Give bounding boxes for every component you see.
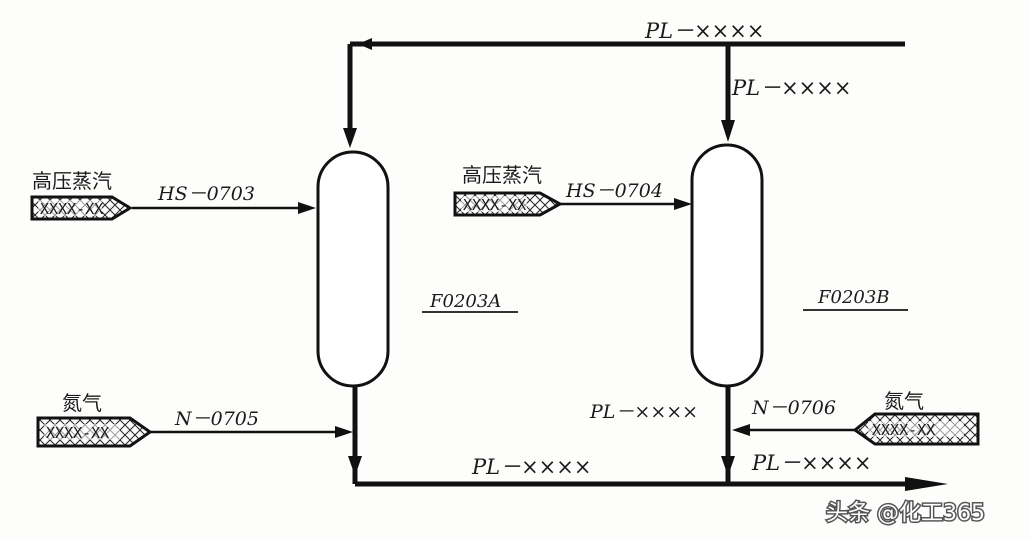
bottom-right-line-label: PL－××××: [751, 451, 871, 475]
nitrogen-box-right-text: XXXX-XX: [872, 421, 935, 439]
vessel-a-down-arrow-icon: [343, 128, 357, 148]
n-0705-arrow-icon: [335, 426, 353, 438]
watermark-text: 头条 @化工365: [826, 501, 985, 526]
top-branch-line-label: PL－××××: [731, 76, 851, 100]
watermark: 头条 @化工365: [825, 500, 987, 528]
top-main-line-label: PL－××××: [644, 19, 764, 43]
vessel-f0203b: [690, 143, 764, 388]
steam-box-left-text: XXXX-XX: [40, 200, 103, 218]
nitrogen-box-left-text: XXXX-XX: [46, 424, 109, 442]
top-flow-left-arrow-icon: [358, 38, 372, 50]
flow-arrows: [298, 38, 948, 491]
n-0706-label: N－0706: [751, 397, 836, 419]
steam-source-left-label: 高压蒸汽: [32, 169, 112, 193]
steam-box-left-bg: [38, 200, 102, 216]
vessel-f0203a: [316, 150, 390, 388]
steam-source-right-label: 高压蒸汽: [462, 163, 542, 187]
vessel-a-tag: F0203A: [429, 291, 501, 312]
nitrogen-box-right-bg: [868, 421, 964, 437]
steam-box-right-bg: [461, 196, 527, 212]
bottom-outlet-arrow-icon: [905, 477, 948, 491]
nitrogen-source-right-label: 氮气: [884, 389, 924, 413]
n-0705-label: N－0705: [174, 408, 259, 430]
nitrogen-source-left-label: 氮气: [62, 391, 102, 415]
vessel-b-outlet-label: PL－××××: [589, 401, 698, 423]
bottom-main-line-label: PL－××××: [471, 455, 591, 479]
vessel-b-tag: F0203B: [817, 287, 890, 308]
vessel-b-outlet-arrow-icon: [721, 456, 735, 476]
hs-0704-label: HS－0704: [565, 180, 663, 202]
vessel-a-outlet-arrow-icon: [348, 456, 362, 476]
steam-box-right-text: XXXX-XX: [463, 196, 526, 214]
n-0706-arrow-icon: [732, 424, 750, 436]
vessel-b-down-arrow-icon: [721, 120, 735, 142]
hs-0704-arrow-icon: [674, 198, 692, 210]
nitrogen-box-left-bg: [44, 424, 120, 440]
hs-0703-label: HS－0703: [157, 183, 255, 205]
hs-0703-arrow-icon: [298, 202, 316, 214]
utility-lines: [132, 202, 855, 434]
process-lines: [347, 41, 905, 487]
